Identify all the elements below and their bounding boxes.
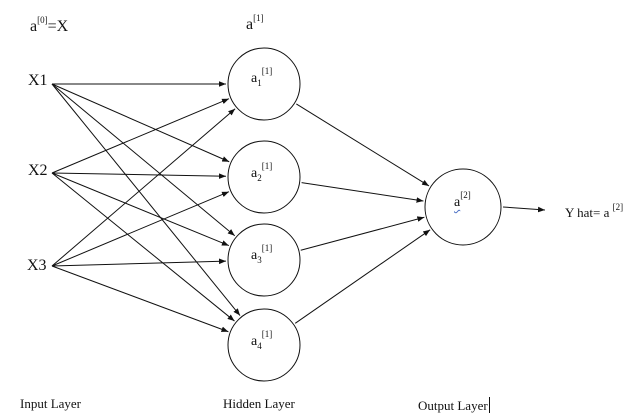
edge-x3-to-a3 bbox=[51, 258, 227, 267]
edge-a1-to-output bbox=[296, 103, 430, 187]
text-cursor bbox=[488, 397, 490, 413]
edge-a4-to-output bbox=[294, 229, 431, 324]
hidden-node-1-label: a1[1] bbox=[251, 66, 273, 88]
edge-x3-to-a1 bbox=[51, 108, 236, 267]
edge-a3-to-output bbox=[300, 216, 425, 251]
edge-x3-to-a2 bbox=[51, 191, 230, 267]
edge-x2-to-a3 bbox=[51, 172, 230, 247]
hidden-node-2-label: a2[1] bbox=[251, 161, 273, 183]
output-layer-label: Output Layer bbox=[418, 397, 490, 413]
hidden-node-4-circle bbox=[227, 308, 301, 382]
input-x3-label: X3 bbox=[27, 257, 47, 274]
input-activation-equation: a[0]=X bbox=[30, 14, 69, 35]
y-hat-label: Y hat= a [2] bbox=[565, 201, 624, 220]
edge-x2-to-a2 bbox=[51, 172, 227, 179]
edge-x1-to-a4 bbox=[51, 83, 241, 316]
input-x1-label: X1 bbox=[28, 72, 48, 89]
hidden-node-1-circle bbox=[227, 47, 301, 121]
edge-x2-to-a1 bbox=[51, 98, 230, 174]
edge-x2-to-a4 bbox=[51, 172, 235, 322]
hidden-node-2-circle bbox=[227, 140, 301, 214]
edge-x1-to-a2 bbox=[51, 83, 230, 163]
hidden-node-3-label: a3[1] bbox=[251, 243, 273, 265]
output-node-circle bbox=[424, 168, 502, 246]
hidden-layer-label: Hidden Layer bbox=[223, 396, 295, 411]
input-layer-label: Input Layer bbox=[20, 396, 82, 411]
edge-output-to-yhat bbox=[502, 206, 546, 213]
hidden-node-4-label: a4[1] bbox=[251, 329, 273, 351]
input-x2-label: X2 bbox=[28, 162, 48, 179]
edge-a2-to-output bbox=[301, 182, 424, 203]
hidden-layer-activation-title: a[1] bbox=[246, 12, 264, 33]
edge-x3-to-a4 bbox=[51, 265, 229, 333]
output-node-label: a[2] bbox=[454, 190, 471, 210]
hidden-node-3-circle bbox=[227, 223, 301, 297]
edge-x1-to-a3 bbox=[51, 83, 236, 237]
